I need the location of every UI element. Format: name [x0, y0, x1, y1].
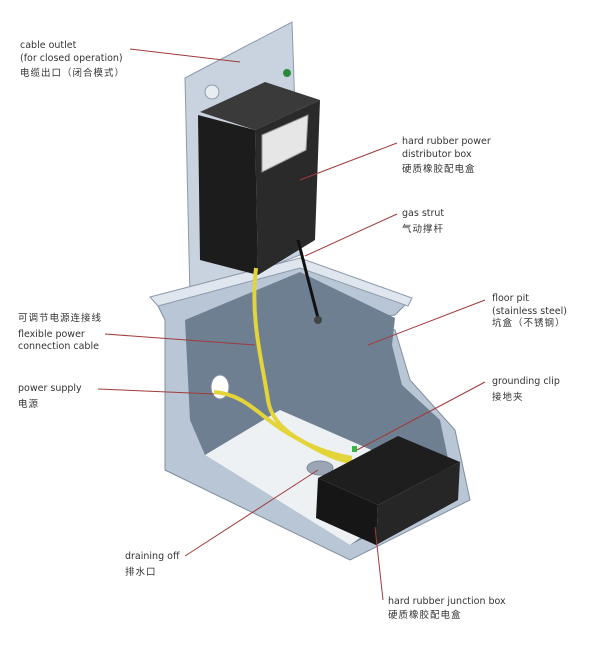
- junction-box-side: [376, 462, 460, 545]
- label-en: distributor box: [402, 148, 472, 160]
- label-power-supply: power supply 电源: [18, 383, 82, 411]
- junction-box: [316, 478, 378, 545]
- label-zh: 气动撑杆: [402, 223, 445, 235]
- label-zh: 电源: [18, 398, 40, 410]
- leader-flexible-cable: [104, 333, 256, 346]
- label-gas-strut: gas strut 气动撑杆: [402, 208, 444, 236]
- label-zh: 接地夹: [492, 391, 524, 403]
- label-distributor-box: hard rubber power distributor box 硬质橡胶配电…: [402, 136, 491, 177]
- cable-outlet-hole: [204, 84, 220, 100]
- label-en: hard rubber power: [402, 136, 491, 147]
- pit-rim: [149, 257, 413, 307]
- label-en: hard rubber junction box: [388, 596, 506, 607]
- power-supply-cable: [213, 390, 356, 464]
- leader-junction-box: [374, 526, 384, 601]
- label-zh: 排水口: [125, 566, 157, 578]
- label-en: connection cable: [18, 341, 99, 352]
- label-zh: 可调节电源连接线: [18, 313, 103, 324]
- label-zh: 坑盒（不锈钢）: [492, 318, 566, 329]
- label-en: gas strut: [402, 208, 445, 219]
- drain-hole: [306, 460, 334, 476]
- label-en: grounding clip: [492, 376, 560, 387]
- label-cable-outlet: cable outlet (for closed operation) 电缆出口…: [20, 40, 125, 81]
- label-en: draining off: [125, 551, 180, 562]
- junction-box-top: [318, 436, 460, 505]
- label-grounding-clip: grounding clip 接地夹: [492, 376, 560, 404]
- label-zh: 电缆出口（闭合模式）: [20, 68, 126, 79]
- gas-strut: [296, 239, 320, 319]
- label-zh: 硬质橡胶配电盒: [388, 609, 462, 621]
- label-junction-box: hard rubber junction box 硬质橡胶配电盒: [388, 596, 506, 622]
- gas-strut-mount: [314, 316, 322, 324]
- label-en: cable outlet: [20, 40, 77, 51]
- indicator-icon: [283, 69, 291, 77]
- leader-cable-outlet: [129, 48, 241, 63]
- label-en: power supply: [18, 383, 82, 394]
- label-flexible-cable: 可调节电源连接线 flexible power connection cable: [18, 313, 102, 354]
- leader-gas-strut: [304, 213, 398, 257]
- socket-panel: [261, 114, 309, 173]
- label-en: floor pit: [492, 293, 529, 304]
- label-en: (for closed operation): [20, 52, 123, 64]
- distributor-box: [198, 115, 258, 275]
- distributor-box-top: [200, 82, 320, 130]
- leader-grounding-clip: [356, 381, 486, 451]
- label-draining-off: draining off 排水口: [125, 551, 180, 579]
- grounding-clip: [352, 446, 357, 452]
- leader-power-supply: [97, 388, 215, 395]
- leader-draining-off: [184, 469, 319, 557]
- label-zh: 硬质橡胶配电盒: [402, 164, 476, 175]
- leader-lines: [97, 48, 486, 601]
- label-floor-pit: floor pit (stainless steel) 坑盒（不锈钢）: [492, 293, 567, 331]
- label-en: flexible power: [18, 328, 85, 340]
- label-en: (stainless steel): [492, 305, 567, 317]
- leader-floor-pit: [367, 299, 486, 346]
- leader-distributor-box: [299, 142, 398, 181]
